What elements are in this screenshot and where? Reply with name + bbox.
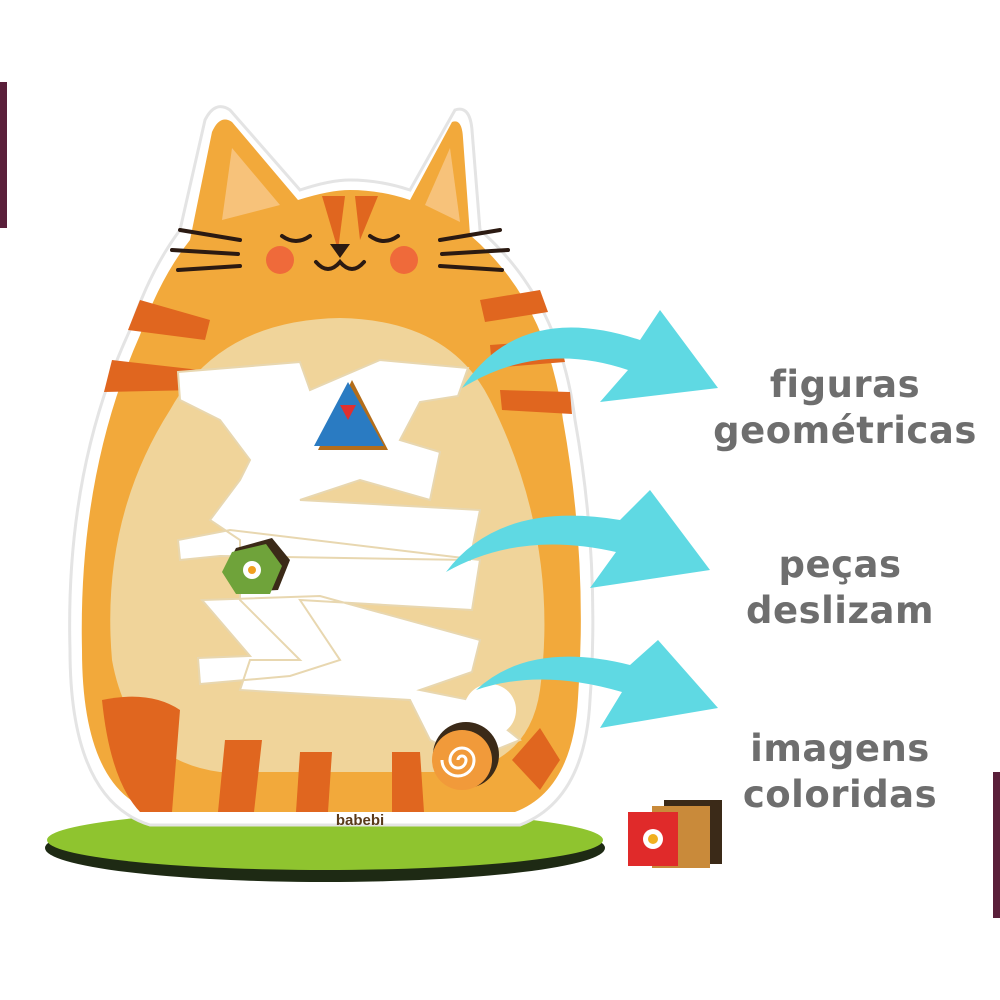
brand-logo: babebi [335,812,385,829]
flower-block-icon [628,800,722,868]
callout-figuras-geometricas: figuras geométricas [700,362,990,454]
callout-line: coloridas [742,773,938,816]
callout-pecas-deslizam: peças deslizam [695,542,985,634]
ear-right-inner [425,148,460,222]
tail-stripes [102,696,560,812]
spiral-piece-icon [432,722,499,790]
cat-face-icon [170,228,510,274]
accent-bar-left [0,82,7,228]
curved-arrow-icon [446,310,718,728]
callout-line: figuras [769,363,921,406]
body-stripes [104,196,572,414]
triangle-piece-icon [314,380,388,450]
ear-left-inner [222,148,280,220]
callout-line: imagens [750,727,930,770]
accent-bar-right [993,772,1000,918]
end-slot [464,684,516,736]
pentagon-piece-icon [222,538,290,594]
circle-slot [260,368,308,416]
callout-imagens-coloridas: imagens coloridas [695,726,985,818]
callout-line: geométricas [713,409,977,452]
callout-line: deslizam [745,589,935,632]
callout-line: peças [778,543,902,586]
